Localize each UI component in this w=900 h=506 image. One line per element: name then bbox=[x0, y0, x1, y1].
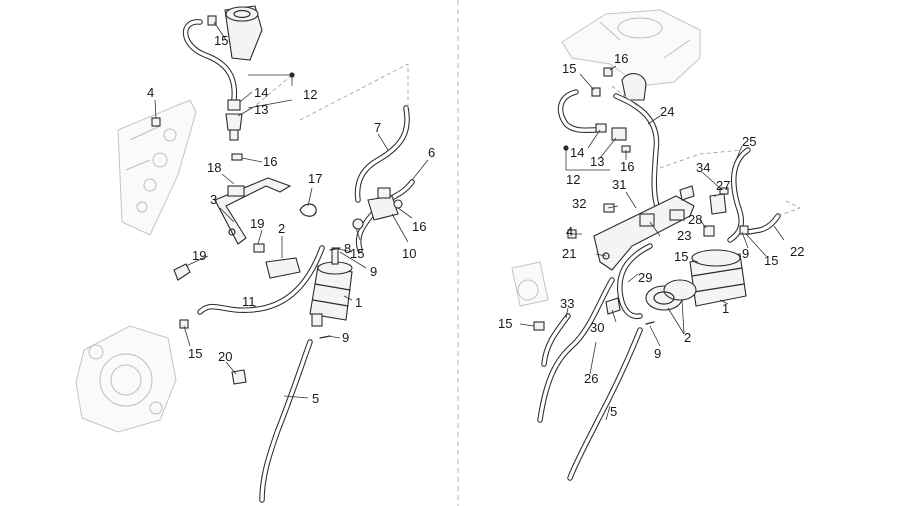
ref-dashed-line bbox=[249, 63, 409, 121]
right-callout-30: 30 bbox=[590, 320, 604, 335]
right-callout-13: 13 bbox=[590, 154, 604, 169]
left-callout-19: 19 bbox=[192, 248, 206, 263]
right-callout-26: 26 bbox=[584, 371, 598, 386]
left-callout-16: 16 bbox=[412, 219, 426, 234]
right-callout-28: 28 bbox=[688, 212, 702, 227]
clip-30 bbox=[605, 297, 621, 315]
right-view bbox=[511, 9, 802, 481]
clamp-9-right-low bbox=[645, 321, 655, 325]
screw-4 bbox=[151, 117, 161, 127]
left-callout-5: 5 bbox=[312, 391, 319, 406]
right-callout-15: 15 bbox=[562, 61, 576, 76]
left-callout-15: 15 bbox=[188, 346, 202, 361]
left-leaders bbox=[154, 21, 429, 399]
right-callout-14: 14 bbox=[570, 145, 584, 160]
left-callout-15: 15 bbox=[350, 246, 364, 261]
left-callout-14: 14 bbox=[254, 85, 268, 100]
right-callout-9: 9 bbox=[742, 246, 749, 261]
fuel-tank-ghost bbox=[561, 9, 701, 87]
right-callout-34: 34 bbox=[696, 160, 710, 175]
left-callout-18: 18 bbox=[207, 160, 221, 175]
clamp-15-low bbox=[179, 319, 189, 329]
left-callout-12: 12 bbox=[303, 87, 317, 102]
frame-panel-ghost bbox=[117, 99, 197, 236]
clamp-16-right-top bbox=[603, 67, 613, 77]
right-callout-5: 5 bbox=[610, 404, 617, 419]
carbon-canister-1-right bbox=[689, 249, 747, 307]
filler-neck-part bbox=[224, 5, 263, 61]
right-callout-15: 15 bbox=[764, 253, 778, 268]
right-callout-15: 15 bbox=[674, 249, 688, 264]
connector-27 bbox=[709, 193, 727, 215]
clamp-9-top bbox=[329, 247, 341, 251]
purge-valve-10 bbox=[367, 187, 403, 221]
right-callout-29: 29 bbox=[638, 270, 652, 285]
clamp-15-right-top bbox=[591, 87, 601, 97]
left-callout-19: 19 bbox=[250, 216, 264, 231]
throttle-body-ghost-right bbox=[511, 261, 549, 307]
left-callout-3: 3 bbox=[210, 192, 217, 207]
right-callout-33: 33 bbox=[560, 296, 574, 311]
right-callout-22: 22 bbox=[790, 244, 804, 259]
right-callout-31: 31 bbox=[612, 177, 626, 192]
right-callout-27: 27 bbox=[716, 178, 730, 193]
rollover-valve-13 bbox=[225, 99, 243, 141]
left-callout-4: 4 bbox=[147, 85, 154, 100]
left-callout-9: 9 bbox=[370, 264, 377, 279]
left-callout-6: 6 bbox=[428, 145, 435, 160]
left-callout-10: 10 bbox=[402, 246, 416, 261]
right-callout-24: 24 bbox=[660, 104, 674, 119]
right-callout-9: 9 bbox=[654, 346, 661, 361]
right-callout-21: 21 bbox=[562, 246, 576, 261]
left-callout-8: 8 bbox=[344, 241, 351, 256]
left-callout-16: 16 bbox=[263, 154, 277, 169]
left-callout-2: 2 bbox=[278, 221, 285, 236]
right-callout-23: 23 bbox=[677, 228, 691, 243]
canister-straps-2 bbox=[645, 279, 697, 311]
clamp-15-top bbox=[207, 15, 217, 26]
clip-19 bbox=[253, 243, 265, 253]
right-leaders bbox=[519, 65, 785, 421]
clamp-15-mid bbox=[352, 218, 364, 230]
clamp-16 bbox=[231, 153, 243, 161]
right-callout-15: 15 bbox=[498, 316, 512, 331]
right-callout-4: 4 bbox=[566, 224, 573, 239]
valve-13-right bbox=[611, 127, 627, 141]
clamp-14-right bbox=[595, 123, 607, 133]
left-callout-13: 13 bbox=[254, 102, 268, 117]
right-callout-16: 16 bbox=[620, 159, 634, 174]
left-callout-17: 17 bbox=[308, 171, 322, 186]
throttle-body-ghost bbox=[75, 325, 177, 433]
left-callout-9: 9 bbox=[342, 330, 349, 345]
clip-19-left bbox=[173, 263, 191, 281]
right-callout-1: 1 bbox=[722, 301, 729, 316]
clamp-15-right-mid bbox=[739, 225, 749, 235]
left-callout-20: 20 bbox=[218, 349, 232, 364]
right-callout-25: 25 bbox=[742, 134, 756, 149]
clamp-15-right-low bbox=[533, 321, 545, 331]
bracket-3 bbox=[214, 177, 292, 245]
left-callout-11: 11 bbox=[242, 294, 256, 309]
left-view bbox=[75, 5, 429, 503]
left-callout-7: 7 bbox=[374, 120, 381, 135]
right-callout-32: 32 bbox=[572, 196, 586, 211]
left-callout-1: 1 bbox=[355, 295, 362, 310]
clip-17 bbox=[299, 203, 317, 217]
carbon-canister-1 bbox=[309, 247, 353, 327]
right-callout-16: 16 bbox=[614, 51, 628, 66]
hose-7 bbox=[354, 105, 410, 203]
clip-28 bbox=[703, 225, 715, 237]
left-callout-15: 15 bbox=[214, 33, 228, 48]
ref-dashed-line-right bbox=[611, 85, 802, 217]
right-callout-2: 2 bbox=[684, 330, 691, 345]
right-callout-12: 12 bbox=[566, 172, 580, 187]
rubber-pad-2 bbox=[265, 257, 301, 279]
filler-neck-right bbox=[621, 73, 647, 101]
clip-31 bbox=[679, 185, 695, 201]
